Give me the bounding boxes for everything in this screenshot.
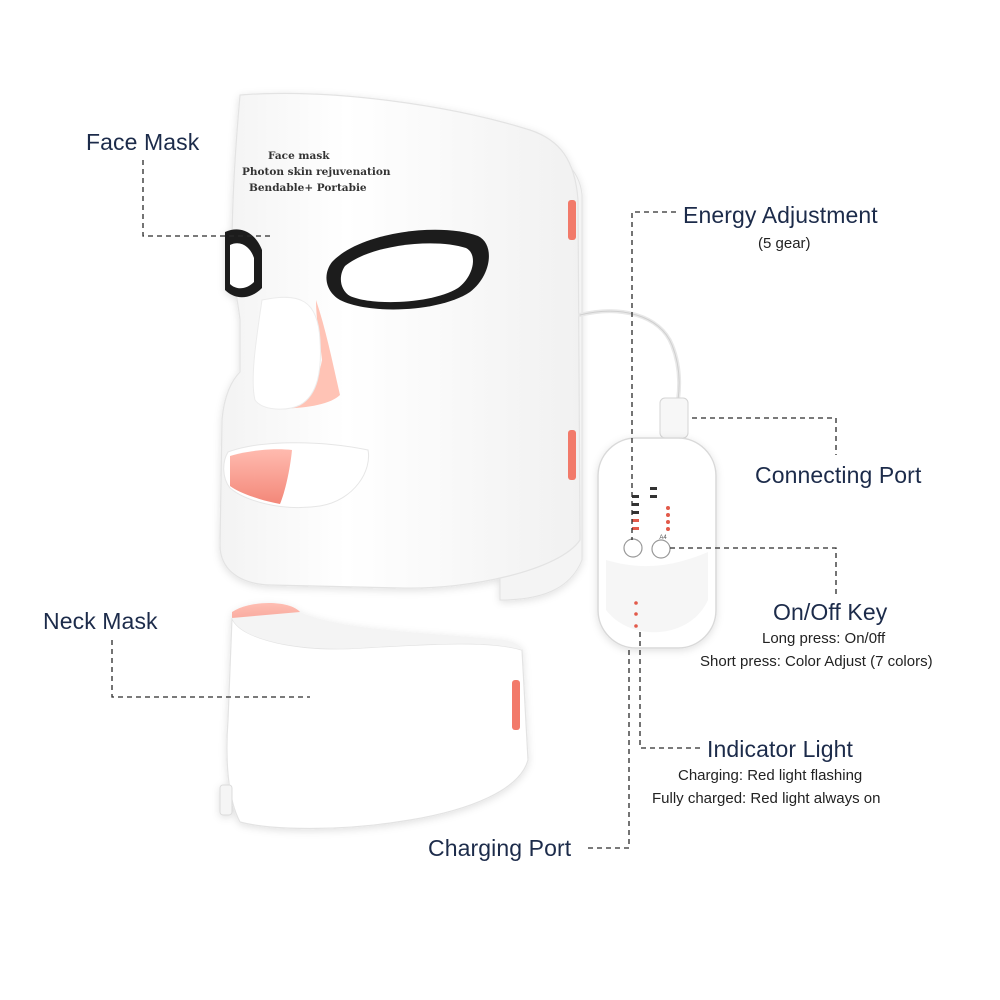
- face-mask: [219, 92, 583, 601]
- face-mask-led-strip-lower: [568, 430, 576, 480]
- controller: A4: [597, 437, 717, 649]
- indicator-light-label: Indicator Light: [707, 736, 853, 762]
- leader-indicator: [639, 628, 700, 749]
- neck-mask: [219, 603, 529, 830]
- onoff-key-sub2: Short press: Color Adjust (7 colors): [700, 653, 933, 670]
- leader-onoff: [670, 547, 837, 595]
- indicator-light-sub1: Charging: Red light flashing: [678, 767, 863, 784]
- nose-shape: [252, 296, 321, 410]
- onoff-button[interactable]: [651, 539, 671, 559]
- nose-glow: [270, 300, 340, 409]
- right-eye-hole: [340, 243, 473, 303]
- energy-button[interactable]: [623, 538, 643, 558]
- leader-charging: [588, 650, 630, 849]
- neck-mask-led-strip: [512, 680, 520, 730]
- charging-port-label: Charging Port: [428, 835, 572, 861]
- neck-mask-label: Neck Mask: [43, 608, 158, 634]
- mask-print-line1: Face mask: [268, 150, 330, 162]
- onoff-button-marking: A4: [659, 535, 667, 541]
- leader-lines: [111, 160, 837, 849]
- mask-print-line2: Photon skin rejuvenation: [242, 166, 391, 178]
- leader-energy: [631, 211, 676, 540]
- energy-level-indicators: [632, 487, 657, 530]
- onoff-key-label: On/Off Key: [773, 599, 888, 625]
- mouth-glow: [230, 449, 292, 504]
- left-eye-hole: [230, 243, 254, 289]
- face-mask-label: Face Mask: [86, 129, 200, 155]
- indicator-light-sub2: Fully charged: Red light always on: [652, 790, 881, 807]
- mask-print-line3: Bendable+ Portabie: [249, 182, 367, 194]
- indicator-lights: [634, 601, 638, 628]
- neck-mask-tab: [219, 784, 233, 816]
- leader-neck-mask: [111, 640, 310, 698]
- usb-cable: [578, 309, 682, 402]
- onoff-key-sub1: Long press: On/0ff: [762, 630, 886, 647]
- energy-adjustment-label: Energy Adjustment: [683, 202, 878, 228]
- usb-connector: [659, 397, 689, 439]
- energy-adjustment-sub: (5 gear): [758, 235, 811, 252]
- leader-face-mask: [142, 160, 272, 237]
- leader-connecting-port: [692, 417, 837, 455]
- connecting-port-label: Connecting Port: [755, 462, 922, 488]
- face-mask-led-strip-upper: [568, 200, 576, 240]
- neck-mask-body: [226, 617, 529, 830]
- color-indicator-dots: [666, 506, 670, 531]
